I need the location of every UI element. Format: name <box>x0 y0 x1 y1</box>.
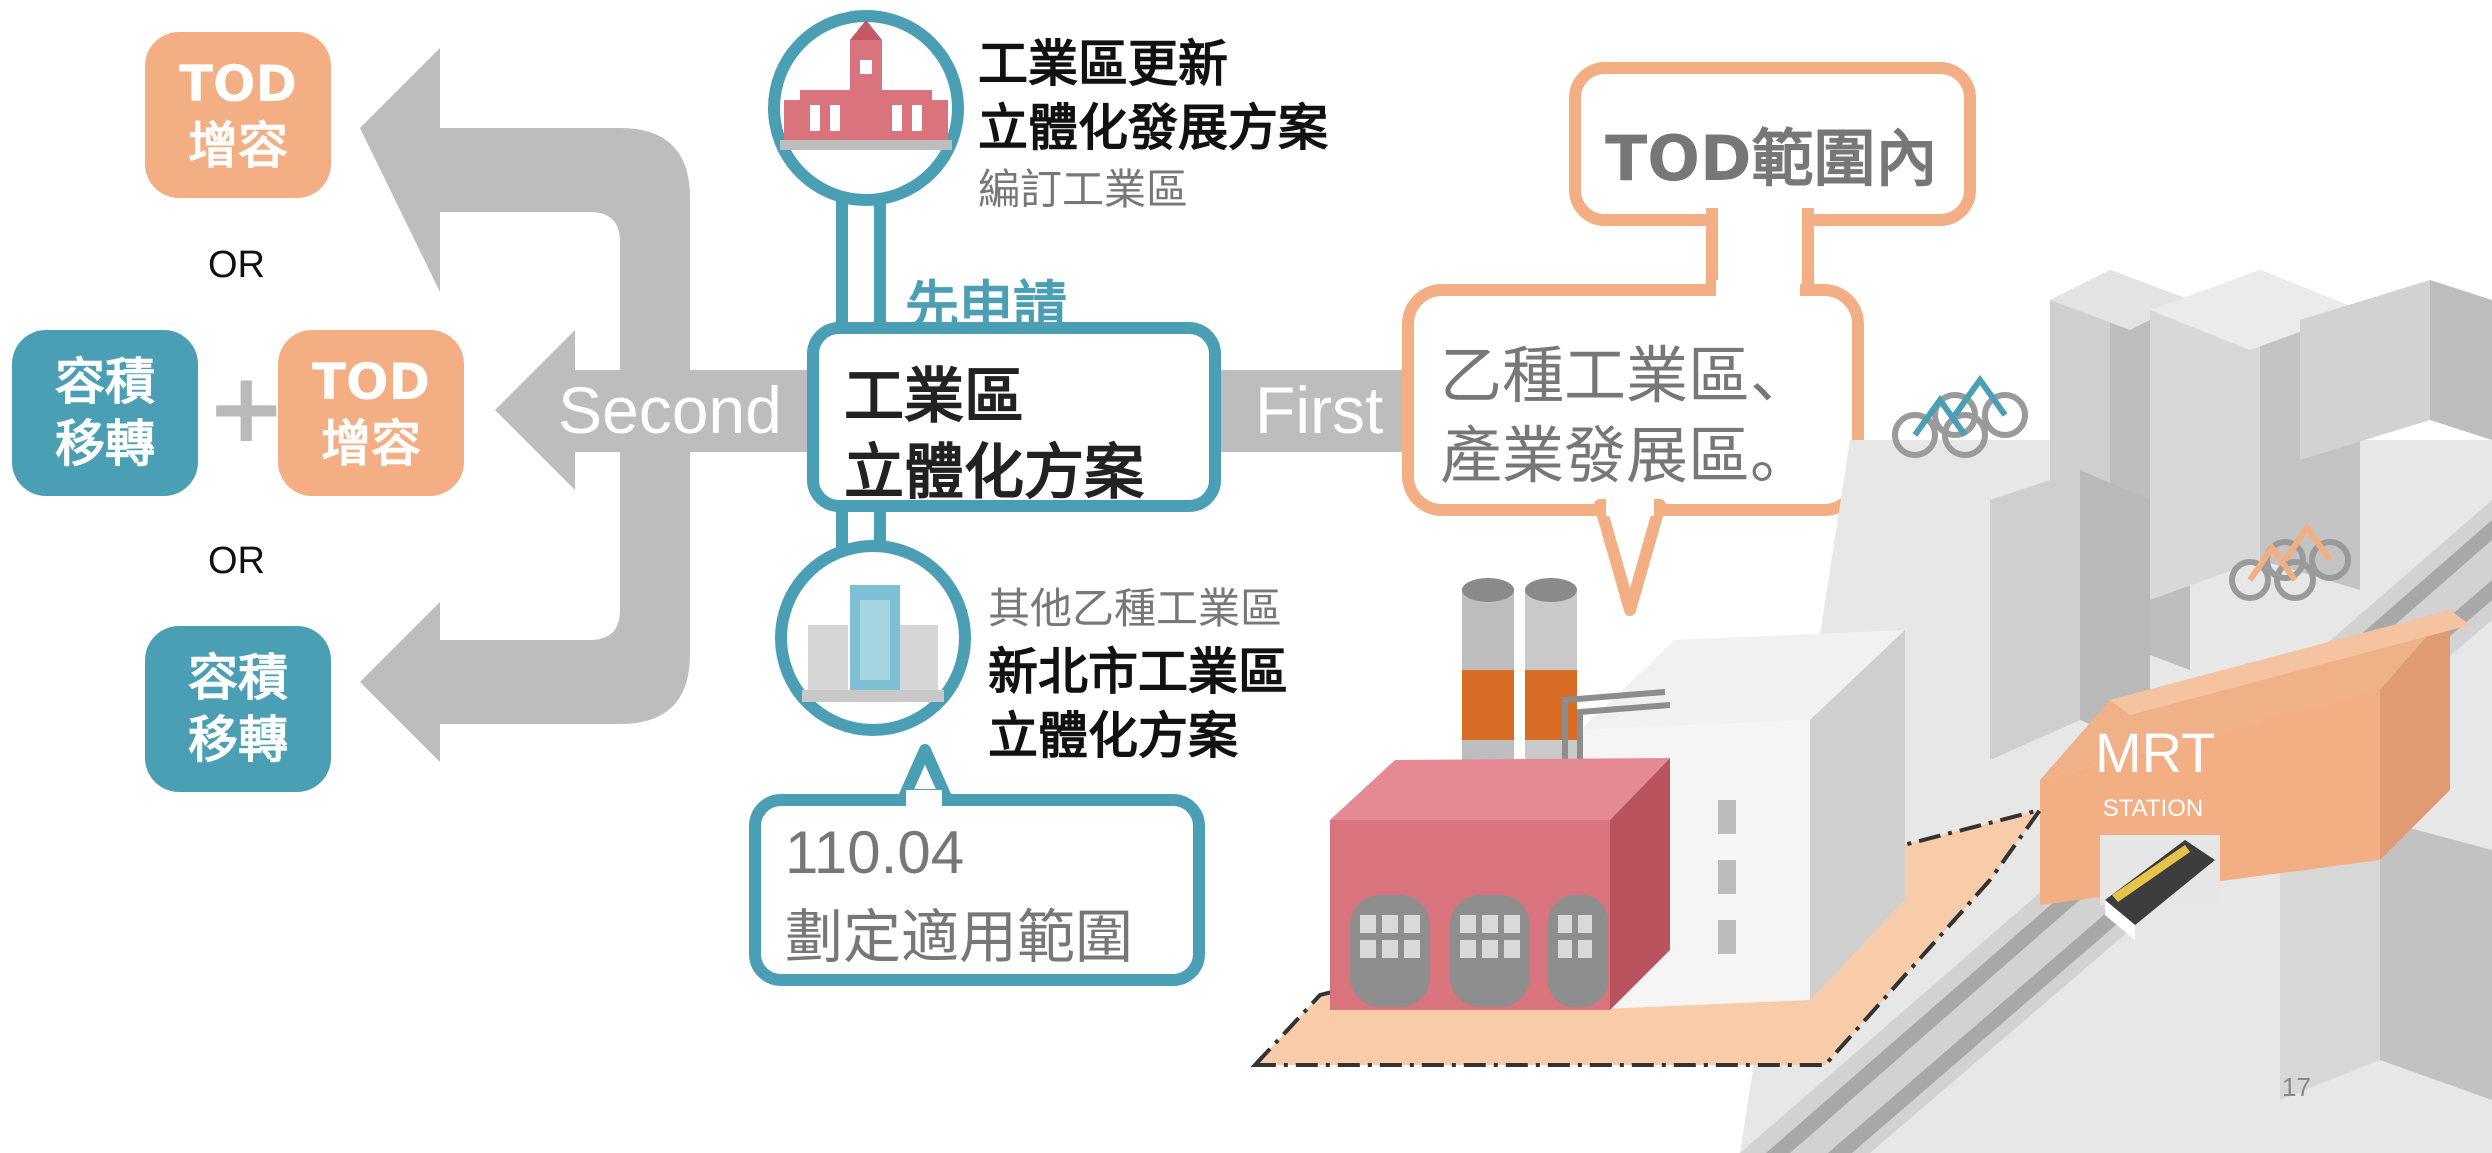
center-plan-box <box>807 322 1221 512</box>
transfer-label: 移轉 <box>188 711 288 769</box>
date-bubble <box>749 744 1205 986</box>
far-transfer-box-bottom: 容積 移轉 <box>145 626 331 792</box>
center-plan-title-2: 立體化方案 <box>844 438 1144 508</box>
page-number: 17 <box>2282 1072 2311 1102</box>
mrt-label: MRT <box>2095 721 2216 784</box>
second-arrow-label: Second <box>558 373 782 447</box>
tod-bubble-label: TOD範圍內 <box>1605 122 1938 195</box>
city-hall-tower-icon <box>775 540 971 736</box>
top-plan-title-1: 工業區更新 <box>978 35 1228 93</box>
increase-label: 增容 <box>321 415 421 473</box>
far-label: 容積 <box>188 649 288 707</box>
zone-bubble-line2: 產業發展區。 <box>1440 419 1813 492</box>
top-plan-subtitle: 編訂工業區 <box>978 165 1189 214</box>
tod-label: TOD <box>311 353 431 411</box>
tod-increase-box-top: TOD 增容 <box>145 32 331 198</box>
or-label-2: OR <box>208 540 265 582</box>
center-plan-title-1: 工業區 <box>844 362 1024 432</box>
plus-sign: + <box>206 352 287 464</box>
far-label: 容積 <box>55 353 155 411</box>
zone-bubble-line1: 乙種工業區、 <box>1440 339 1813 412</box>
bottom-plan-title-2: 立體化方案 <box>988 707 1238 765</box>
tod-increase-box-mid: TOD 增容 <box>278 330 464 496</box>
gray-arrow-group <box>360 48 1410 762</box>
city-illustration <box>1250 270 2492 1153</box>
date-bubble-scope: 劃定適用範圍 <box>785 903 1134 971</box>
tod-label: TOD <box>178 55 298 113</box>
apply-first-label: 先申請 <box>905 275 1067 338</box>
increase-label: 增容 <box>188 117 288 175</box>
transfer-label: 移轉 <box>55 415 155 473</box>
bottom-plan-title-1: 新北市工業區 <box>988 643 1288 701</box>
far-transfer-box-mid: 容積 移轉 <box>12 330 198 496</box>
date-bubble-date: 110.04 <box>785 819 965 886</box>
zone-bubble <box>1402 280 1864 616</box>
mrt-station-label: STATION <box>2102 795 2204 822</box>
bottom-plan-subtitle: 其他乙種工業區 <box>988 584 1283 633</box>
or-label-1: OR <box>208 244 265 286</box>
first-arrow-label: First <box>1255 373 1384 447</box>
top-plan-title-2: 立體化發展方案 <box>978 99 1328 157</box>
government-building-icon <box>768 10 964 206</box>
